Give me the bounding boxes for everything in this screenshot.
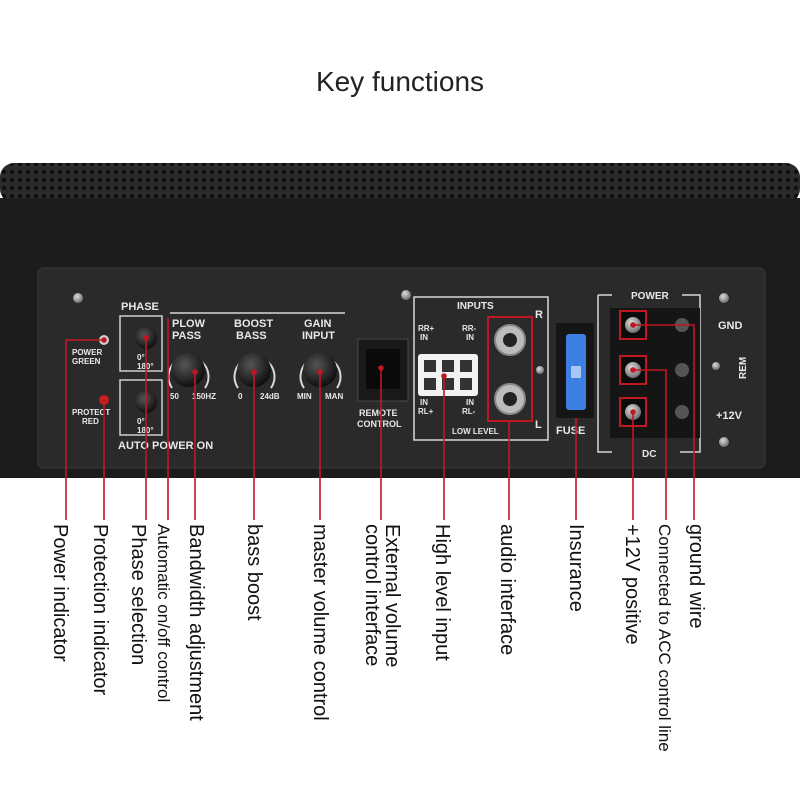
rca-outline	[487, 316, 533, 422]
callout-audio-interface: audio interface	[496, 524, 518, 656]
callout-power-indicator: Power indicator	[49, 524, 71, 662]
panel-screws	[73, 290, 729, 447]
label-auto-0: 0°	[137, 417, 145, 426]
label-inputs: INPUTS	[457, 301, 494, 312]
label-l: L	[535, 419, 542, 431]
label-boost: BOOST	[234, 318, 273, 330]
label-dc: DC	[642, 449, 656, 460]
label-boost-max: 24dB	[260, 392, 280, 401]
label-12v: +12V	[716, 410, 743, 422]
label-rr-plus: RR+	[418, 324, 435, 333]
label-phase-0: 0°	[137, 353, 145, 362]
label-low-level: LOW LEVEL	[452, 427, 499, 436]
label-gain: GAIN	[304, 318, 332, 330]
callout-12v-positive: +12V positive	[621, 524, 643, 645]
label-in-br: IN	[466, 398, 474, 407]
callout-phase-selection: Phase selection	[127, 524, 149, 666]
callout-acc-control-line: Connected to ACC control line	[655, 524, 674, 752]
label-rl-plus: RL+	[418, 407, 434, 416]
label-remote: REMOTE	[359, 408, 398, 418]
speaker-grille	[0, 163, 800, 203]
label-pass: PASS	[172, 330, 201, 342]
label-fuse: FUSE	[556, 425, 585, 437]
page-title: Key functions	[315, 66, 485, 97]
label-power: POWER	[72, 348, 102, 357]
label-phase: PHASE	[121, 301, 159, 313]
label-in-bl: IN	[420, 398, 428, 407]
callout-lines	[65, 318, 695, 520]
callout-bandwidth: Bandwidth adjustment	[185, 524, 207, 721]
callout-ground-wire: ground wire	[685, 524, 707, 629]
callout-protection-indicator: Protection indicator	[89, 524, 111, 696]
label-control: CONTROL	[357, 419, 402, 429]
label-auto-power-on: AUTO POWER ON	[118, 440, 213, 452]
pass-knob	[171, 353, 205, 387]
label-power-block: POWER	[631, 291, 670, 302]
label-gain-min: MIN	[297, 392, 312, 401]
callout-master-volume: master volume control	[309, 524, 331, 721]
label-in-tr: IN	[466, 333, 474, 342]
callout-bass-boost: bass boost	[243, 524, 265, 621]
label-green: GREEN	[72, 357, 101, 366]
label-gnd: GND	[718, 320, 743, 332]
label-gain-max: MAN	[325, 392, 343, 401]
label-bass: BASS	[236, 330, 267, 342]
label-rem: REM	[738, 357, 749, 379]
label-boost-min: 0	[238, 392, 243, 401]
label-rl-minus: RL-	[462, 407, 476, 416]
label-in-tl: IN	[420, 333, 428, 342]
label-input: INPUT	[302, 330, 335, 342]
callout-insurance: Insurance	[565, 524, 587, 612]
callout-auto-on-off: Automatic on/off control	[154, 524, 173, 703]
label-r: R	[535, 309, 543, 321]
label-pass-max: 150HZ	[192, 392, 216, 401]
terminals	[619, 310, 689, 427]
label-protect: PROTECT	[72, 408, 110, 417]
callout-external-volume: External volume control interface	[361, 524, 403, 668]
callout-high-level-input: High level input	[431, 524, 453, 661]
label-red: RED	[82, 417, 99, 426]
label-rr-minus: RR-	[462, 324, 477, 333]
label-pass-min: 50	[170, 392, 179, 401]
label-plow: PLOW	[172, 318, 206, 330]
